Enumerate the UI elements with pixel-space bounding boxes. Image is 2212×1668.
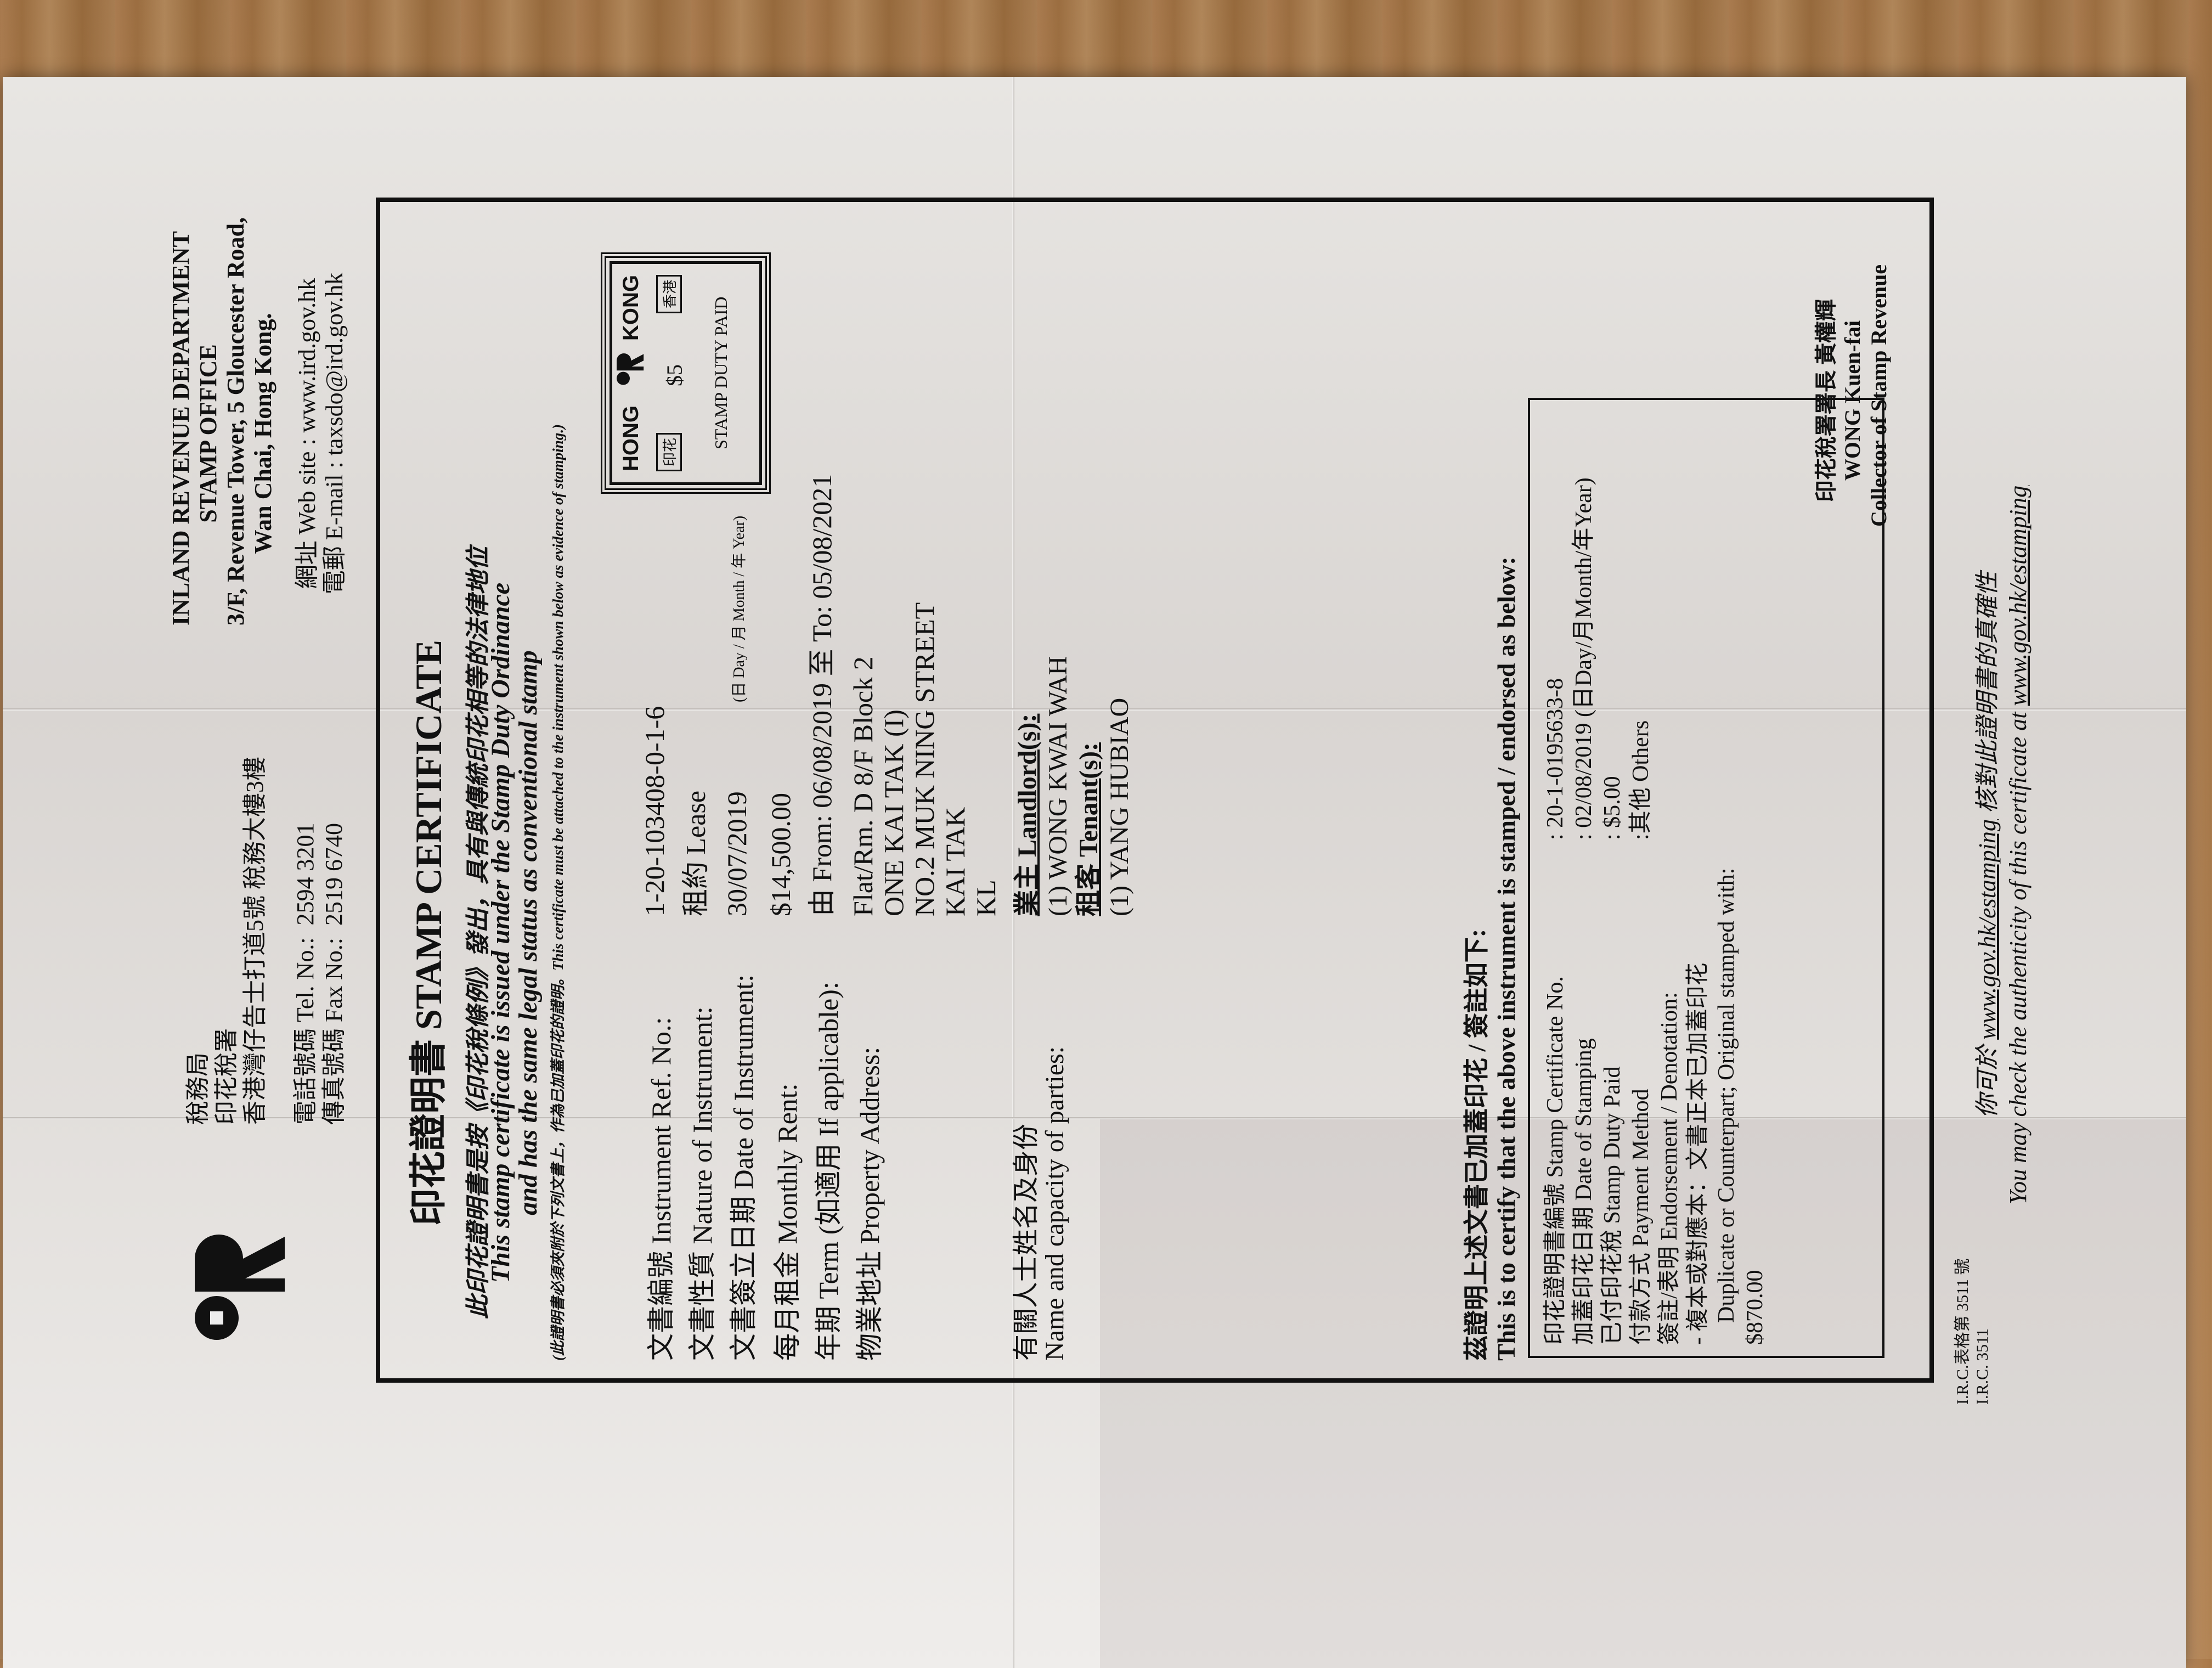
endorsement-en: Duplicate or Counterpart; Original stamp… — [1714, 867, 1739, 1323]
fax-number: 2519 6740 — [320, 823, 347, 926]
stamp-hong: HONG — [619, 405, 643, 471]
form-number-zh: I.R.C.表格第 3511 號 — [1954, 1258, 1972, 1405]
field-value-address: Flat/Rm. D 8/F Block 2 ONE KAI TAK (I) N… — [848, 602, 1001, 916]
seal-right: 香港 — [656, 275, 682, 314]
email: 電郵 E-mail : taxsdo@ird.gov.hk — [321, 272, 348, 595]
signatory-name: WONG Kuen-fai — [1840, 320, 1865, 481]
address-line: KAI TAK — [940, 807, 970, 916]
tenant-name: (1) YANG HUBIAO — [1105, 697, 1134, 916]
stamp-label: STAMP DUTY PAID — [711, 296, 731, 449]
endorsement-zh: - 複本或對應本：文書正本已加蓋印花 — [1685, 962, 1711, 1345]
address-line: ONE KAI TAK (I) — [878, 709, 909, 916]
payment-method-value: :其他 Others — [1628, 720, 1654, 840]
field-label-date: 文書簽立日期 Date of Instrument: — [728, 974, 759, 1361]
signatory-title: Collector of Stamp Revenue — [1866, 264, 1891, 527]
field-label-term: 年期 Term (如適用 If applicable): — [813, 982, 844, 1361]
field-label-ref-no: 文書編號 Instrument Ref. No.: — [646, 1017, 676, 1361]
parties-list: 業主 Landlord(s): (1) WONG KWAI WAH 租客 Ten… — [1012, 656, 1135, 916]
seal-left: 印花 — [656, 432, 682, 471]
check-zh-post: 核對此證明書的真確性 — [1974, 572, 2001, 814]
stamping-values: : 20-1-0195633-8 : 02/08/2019 (日Day/月Mon… — [1541, 477, 1655, 840]
certify-en: This is to certify that the above instru… — [1492, 556, 1520, 1361]
stamp-certificate-document: 稅務局 印花稅署 香港灣仔告士打道5號 稅務大樓3樓 電話號碼 Tel. No.… — [3, 77, 2186, 1668]
cert-no-label: 印花證明書編號 Stamp Certificate No. — [1543, 976, 1568, 1345]
tenant-label: 租客 Tenant(s): — [1074, 742, 1103, 916]
landlord-name: (1) WONG KWAI WAH — [1043, 656, 1073, 916]
field-value-ref-no: 1-20-103408-0-1-6 — [639, 706, 670, 916]
field-value-rent: $14,500.00 — [765, 793, 796, 916]
duty-paid-label: 已付印花稅 Stamp Duty Paid — [1600, 1066, 1625, 1345]
certify-statement: 茲證明上述文書已加蓋印花 / 簽註如下: This is to certify … — [1462, 556, 1521, 1361]
address-zh: 香港灣仔告士打道5號 稅務大樓3樓 — [241, 757, 268, 1125]
office-zh: 印花稅署 — [213, 1028, 240, 1125]
payment-method-label: 付款方式 Payment Method — [1628, 1089, 1654, 1345]
form-number: I.R.C.表格第 3511 號 I.R.C. 3511 — [1953, 1259, 1993, 1405]
address-line-1: 3/F, Revenue Tower, 5 Gloucester Road, — [222, 217, 249, 626]
stamping-labels: 印花證明書編號 Stamp Certificate No. 加蓋印花日期 Dat… — [1541, 868, 1769, 1345]
parties-label-zh: 有關人士姓名及身份 — [1012, 1123, 1041, 1361]
signature-block: 印花稅署署長 黃權輝 WONG Kuen-fai Collector of St… — [1813, 264, 1892, 527]
stamp-ird-logo — [617, 353, 644, 385]
field-value-nature: 租約 Lease — [680, 790, 711, 916]
header-english-address: INLAND REVENUE DEPARTMENT STAMP OFFICE 3… — [167, 217, 348, 626]
ird-logo — [195, 1235, 285, 1340]
address-line: NO.2 MUK NING STREET — [909, 602, 940, 916]
stamping-date-value: : 02/08/2019 (日Day/月Month/年Year) — [1571, 477, 1596, 840]
cert-no-value: : 20-1-0195633-8 — [1543, 678, 1568, 840]
attachment-notice: (此證明書必須夾附於下列文書上，作為已加蓋印花的證明。This certific… — [550, 424, 566, 1361]
signatory-zh: 印花稅署署長 黃權輝 — [1814, 299, 1838, 502]
stamping-details-box: 印花證明書編號 Stamp Certificate No. 加蓋印花日期 Dat… — [1528, 398, 1884, 1358]
field-label-address: 物業地址 Property Address: — [854, 1046, 885, 1361]
subtitle-en-2: and has the same legal status as convent… — [514, 650, 543, 1215]
check-zh-pre: 你可於 — [1974, 1045, 2001, 1118]
parties-label: 有關人士姓名及身份 Name and capacity of parties: — [1012, 1046, 1069, 1361]
address-line: KL — [970, 880, 1001, 916]
verification-note: 你可於 www.gov.hk/estamping 核對此證明書的真確性 You … — [1972, 461, 2034, 1229]
office-en: STAMP OFFICE — [195, 344, 222, 523]
page-title: 印花證明書 STAMP CERTIFICATE — [408, 639, 449, 1226]
form-number-en: I.R.C. 3511 — [1973, 1328, 1991, 1405]
check-en-pre: You may check the authenticity of this c… — [2005, 712, 2032, 1205]
stamp-amount: $5 — [662, 364, 687, 386]
estamping-link[interactable]: www.gov.hk/estamping — [1974, 819, 2001, 1040]
dept-zh: 稅務局 — [184, 1052, 211, 1125]
stamping-date-label: 加蓋印花日期 Date of Stamping — [1571, 1038, 1596, 1345]
field-value-term: 由 From: 06/08/2019 至 To: 05/08/2021 — [806, 474, 837, 916]
stamp-kong: KONG — [619, 275, 643, 341]
subtitle-en-1: This stamp certificate is issued under t… — [486, 582, 515, 1283]
estamping-link-en[interactable]: www.gov.hk/estamping — [2005, 485, 2032, 706]
address-line: Flat/Rm. D 8/F Block 2 — [848, 656, 878, 916]
address-line-2: Wan Chai, Hong Kong. — [250, 313, 276, 554]
field-value-date: 30/07/2019 — [721, 791, 752, 916]
stamp-duty-paid-stamp: HONG KONG 印花 香港 $5 STAMP DUTY PAID — [601, 252, 771, 494]
tel-label: 電話號碼 Tel. No.: — [292, 937, 319, 1125]
date-format-hint: (日 Day / 月 Month / 年 Year) — [731, 515, 748, 702]
dept-en: INLAND REVENUE DEPARTMENT — [167, 231, 194, 626]
field-label-rent: 每月租金 Monthly Rent: — [772, 1083, 803, 1361]
landlord-label: 業主 Landlord(s): — [1013, 713, 1042, 916]
header-chinese-address: 稅務局 印花稅署 香港灣仔告士打道5號 稅務大樓3樓 電話號碼 Tel. No.… — [184, 757, 348, 1125]
parties-label-en: Name and capacity of parties: — [1040, 1046, 1069, 1361]
fax-label: 傳真號碼 Fax No.: — [320, 938, 347, 1125]
duty-paid-value: : $5.00 — [1600, 776, 1625, 840]
field-label-nature: 文書性質 Nature of Instrument: — [687, 1006, 718, 1361]
website: 網址 Web site : www.ird.gov.hk — [294, 278, 320, 589]
certify-zh: 茲證明上述文書已加蓋印花 / 簽註如下: — [1463, 928, 1491, 1361]
endorsement-amount: $870.00 — [1742, 1270, 1768, 1345]
tel-number: 2594 3201 — [292, 822, 319, 926]
endorsement-label: 簽註/表明 Endorsement / Denotation: — [1657, 992, 1682, 1345]
